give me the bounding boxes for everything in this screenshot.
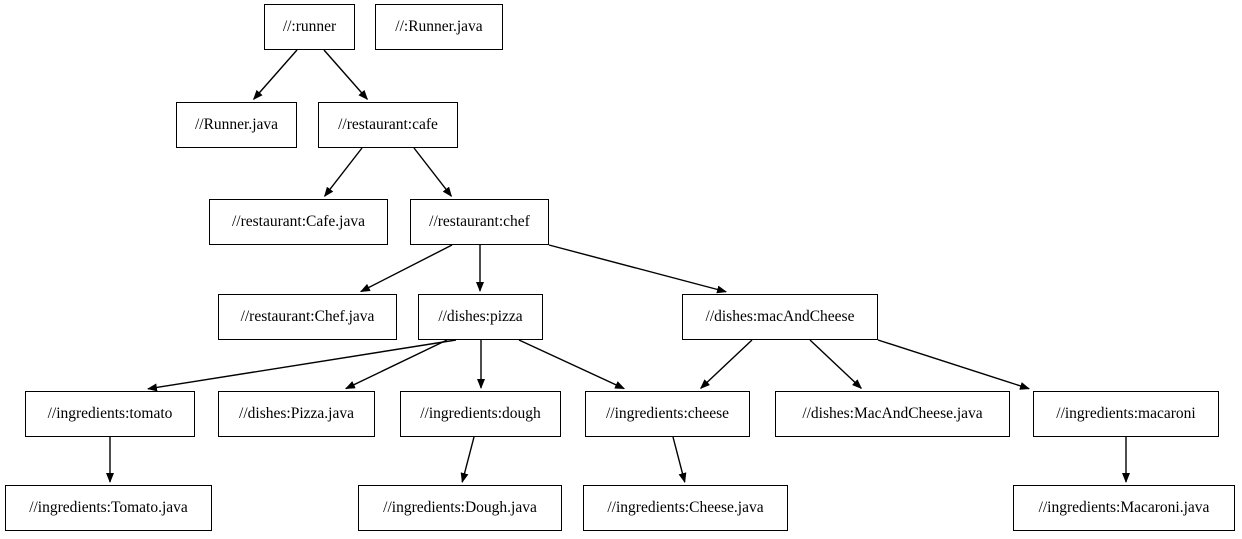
graph-node-label: //dishes:macAndCheese bbox=[705, 308, 855, 326]
graph-edge-dishes_mac-to-ing_macaroni bbox=[877, 339, 1030, 390]
graph-edge-dishes_pizza-to-ing_cheese bbox=[518, 339, 625, 390]
graph-node-runner[interactable]: //:runner bbox=[264, 4, 355, 50]
graph-node-label: //ingredients:cheese bbox=[605, 405, 730, 423]
graph-node-label: //restaurant:Chef.java bbox=[240, 308, 375, 326]
graph-node-tomato_java[interactable]: //ingredients:Tomato.java bbox=[5, 485, 212, 531]
graph-node-ing_macaroni[interactable]: //ingredients:macaroni bbox=[1033, 391, 1219, 437]
graph-edge-ing_dough-to-dough_java bbox=[460, 436, 475, 483]
graph-node-ing_dough[interactable]: //ingredients:dough bbox=[400, 391, 561, 437]
graph-edge-restaurant_cafe-to-cafe_java bbox=[323, 147, 363, 197]
graph-node-chef_java[interactable]: //restaurant:Chef.java bbox=[218, 294, 397, 340]
graph-node-label: //:runner bbox=[282, 18, 337, 36]
graph-edge-restaurant_chef-to-chef_java bbox=[360, 244, 453, 293]
graph-node-mac_java[interactable]: //dishes:MacAndCheese.java bbox=[775, 391, 1010, 437]
graph-node-label: //ingredients:Cheese.java bbox=[607, 499, 764, 517]
graph-edge-dishes_mac-to-mac_java bbox=[809, 339, 863, 390]
graph-node-dishes_pizza[interactable]: //dishes:pizza bbox=[418, 294, 543, 340]
graph-node-macaroni_java[interactable]: //ingredients:Macaroni.java bbox=[1013, 485, 1235, 531]
graph-node-pizza_java[interactable]: //dishes:Pizza.java bbox=[218, 391, 375, 437]
graph-node-dishes_mac[interactable]: //dishes:macAndCheese bbox=[682, 294, 878, 340]
graph-edge-dishes_pizza-to-ing_tomato bbox=[146, 339, 457, 392]
graph-node-label: //restaurant:chef bbox=[429, 213, 530, 231]
graph-node-label: //restaurant:cafe bbox=[338, 116, 438, 134]
graph-node-runner_java_root[interactable]: //:Runner.java bbox=[375, 4, 503, 50]
graph-edge-restaurant_cafe-to-restaurant_chef bbox=[413, 147, 453, 197]
graph-node-label: //:Runner.java bbox=[395, 18, 483, 36]
graph-edge-ing_cheese-to-cheese_java bbox=[672, 436, 687, 483]
graph-node-runner_java[interactable]: //Runner.java bbox=[176, 102, 297, 148]
graph-edge-restaurant_chef-to-dishes_mac bbox=[548, 244, 728, 294]
graph-edge-dishes_mac-to-ing_cheese bbox=[699, 339, 753, 390]
graph-node-ing_tomato[interactable]: //ingredients:tomato bbox=[25, 391, 195, 437]
graph-node-label: //Runner.java bbox=[194, 116, 279, 134]
graph-node-label: //dishes:pizza bbox=[438, 308, 523, 326]
graph-node-cheese_java[interactable]: //ingredients:Cheese.java bbox=[583, 485, 788, 531]
graph-edge-runner-to-restaurant_cafe bbox=[323, 49, 369, 100]
graph-node-ing_cheese[interactable]: //ingredients:cheese bbox=[585, 391, 750, 437]
graph-node-label: //dishes:Pizza.java bbox=[239, 405, 354, 423]
graph-node-label: //ingredients:dough bbox=[420, 405, 541, 423]
graph-node-restaurant_cafe[interactable]: //restaurant:cafe bbox=[318, 102, 458, 148]
graph-node-label: //ingredients:tomato bbox=[47, 405, 173, 423]
graph-node-label: //dishes:MacAndCheese.java bbox=[802, 405, 983, 423]
graph-edge-dishes_pizza-to-pizza_java bbox=[345, 339, 448, 390]
graph-node-label: //ingredients:Macaroni.java bbox=[1038, 499, 1210, 517]
graph-node-label: //ingredients:macaroni bbox=[1056, 405, 1196, 423]
graph-node-cafe_java[interactable]: //restaurant:Cafe.java bbox=[209, 199, 388, 245]
graph-node-label: //ingredients:Dough.java bbox=[383, 499, 537, 517]
graph-edge-runner-to-runner_java bbox=[253, 49, 298, 100]
graph-node-label: //ingredients:Tomato.java bbox=[29, 499, 188, 517]
graph-node-dough_java[interactable]: //ingredients:Dough.java bbox=[358, 485, 562, 531]
graph-node-restaurant_chef[interactable]: //restaurant:chef bbox=[410, 199, 549, 245]
graph-node-label: //restaurant:Cafe.java bbox=[232, 213, 365, 231]
